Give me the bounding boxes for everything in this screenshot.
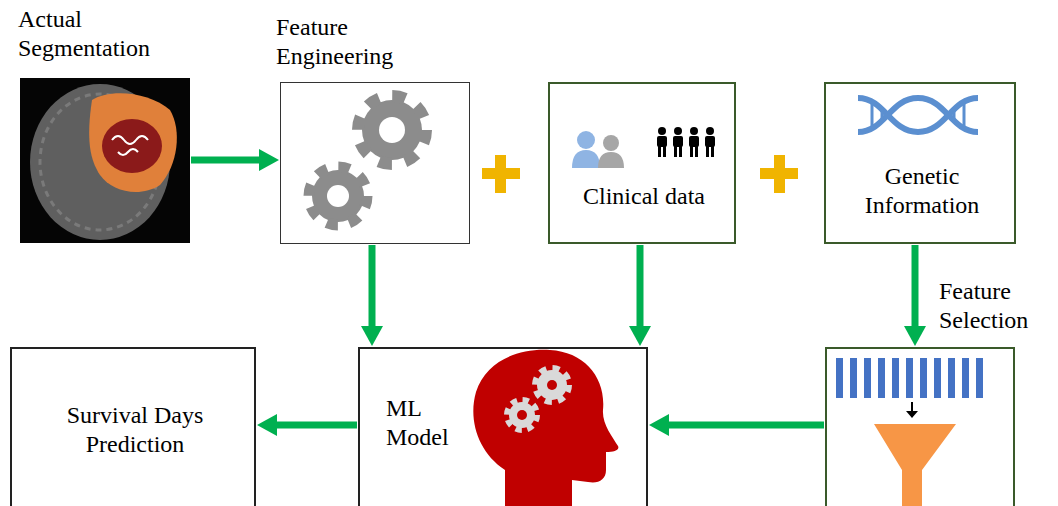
- flow-arrow: [912, 245, 919, 326]
- box-label: Survival Days Prediction: [35, 401, 235, 459]
- process-box: Genetic Information: [824, 82, 1016, 244]
- box-heading: Feature Engineering: [276, 13, 446, 71]
- process-box: Clinical data: [548, 82, 736, 244]
- brain-head-icon: [473, 350, 618, 506]
- box-label: Clinical data: [560, 182, 728, 211]
- process-box: Feature Selection: [825, 347, 1015, 506]
- box-label: Genetic Information: [842, 162, 1002, 220]
- process-box: Survival Days Prediction: [10, 347, 256, 506]
- box-label: ML Model: [386, 394, 464, 452]
- process-box: Actual Segmentation: [20, 78, 190, 243]
- flow-arrow: [637, 245, 644, 326]
- box-heading: Feature Selection: [939, 277, 1054, 335]
- flow-arrow: [369, 245, 376, 326]
- brain-scan: [20, 78, 190, 243]
- dna-icon: [858, 98, 978, 132]
- people-icon: [572, 127, 715, 168]
- process-box: ML Model: [358, 347, 648, 506]
- gear-icon: [309, 96, 426, 225]
- flow-arrow: [191, 157, 259, 164]
- feature-filter-icon: [836, 358, 983, 506]
- flow-arrow: [277, 422, 357, 429]
- box-heading: Actual Segmentation: [18, 5, 198, 63]
- process-box: Feature Engineering: [280, 82, 470, 244]
- flow-arrow: [669, 422, 824, 429]
